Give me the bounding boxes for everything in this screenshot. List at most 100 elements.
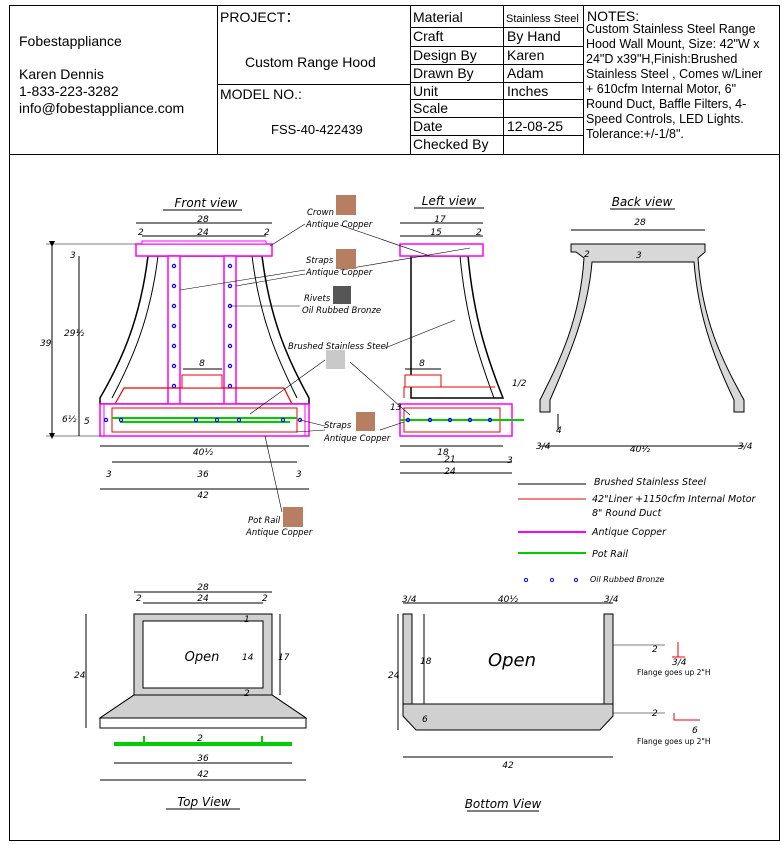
svg-text:8: 8 (419, 359, 425, 369)
svg-text:2: 2 (264, 228, 270, 238)
antique-copper-swatch (336, 195, 356, 215)
svg-text:2: 2 (262, 594, 268, 604)
antique-copper-swatch (283, 507, 303, 527)
model-label: MODEL NO.: (220, 86, 302, 102)
svg-text:40½: 40½ (630, 445, 650, 455)
svg-text:15: 15 (430, 228, 442, 238)
svg-text:3/4: 3/4 (672, 658, 687, 668)
antique-copper-swatch (336, 249, 356, 269)
svg-text:2: 2 (652, 709, 658, 719)
top-view: Open (85, 591, 308, 781)
title-block-divider (410, 5, 411, 154)
left-view-title: Left view (414, 194, 484, 209)
svg-text:Front view: Front view (175, 196, 238, 210)
spec-value-craft: By Hand (507, 28, 561, 44)
svg-text:Flange goes up 2"H: Flange goes up 2"H (637, 737, 711, 746)
svg-text:4: 4 (556, 426, 562, 436)
left-view-dimensions: 17 15 2 8 1/2 13 18 21 3 24 (390, 215, 527, 477)
callout-labels: Crown Antique Copper Straps Antique Copp… (245, 208, 391, 538)
svg-text:Brushed Stainless Steel: Brushed Stainless Steel (594, 477, 706, 488)
svg-text:3: 3 (70, 251, 76, 261)
svg-text:36: 36 (197, 470, 209, 480)
svg-text:2: 2 (584, 250, 590, 260)
svg-text:17: 17 (434, 215, 446, 225)
svg-text:24: 24 (444, 467, 456, 477)
svg-text:6: 6 (692, 726, 698, 736)
svg-text:3/4: 3/4 (536, 442, 551, 452)
svg-text:3/4: 3/4 (738, 442, 753, 452)
svg-text:28: 28 (634, 218, 646, 228)
svg-text:3/4: 3/4 (604, 595, 619, 605)
spec-value-material: Stainless Steel (506, 13, 579, 25)
front-view (46, 222, 310, 490)
spec-label-unit: Unit (413, 83, 438, 99)
svg-text:2: 2 (138, 228, 144, 238)
svg-text:14: 14 (242, 653, 254, 663)
callouts (179, 223, 471, 513)
top-view-title: Top View (166, 795, 240, 810)
svg-text:6½: 6½ (62, 415, 77, 425)
project-value: Custom Range Hood (245, 54, 376, 70)
bottom-view-dimensions: 3/4 40½ 3/4 18 24 6 42 2 3/4 2 6 (388, 595, 698, 771)
top-view-dimensions: 28 24 2 2 1 14 17 24 2 2 36 42 (74, 583, 290, 780)
svg-text:Antique Copper: Antique Copper (305, 268, 373, 278)
svg-text:2: 2 (476, 228, 482, 238)
svg-text:Straps: Straps (324, 421, 352, 431)
antique-copper-swatch (356, 412, 375, 431)
svg-text:3: 3 (296, 470, 302, 480)
svg-text:Straps: Straps (306, 256, 334, 266)
svg-text:36: 36 (197, 754, 209, 764)
title-block-divider (410, 27, 583, 28)
svg-text:3: 3 (636, 251, 642, 261)
svg-text:24: 24 (197, 228, 209, 238)
svg-text:Brushed Stainless Steel: Brushed Stainless Steel (288, 342, 389, 352)
svg-text:18: 18 (420, 657, 432, 667)
oil-rubbed-bronze-swatch (333, 286, 351, 304)
svg-text:42: 42 (197, 491, 209, 501)
svg-text:Back view: Back view (612, 195, 673, 209)
svg-text:3: 3 (106, 470, 112, 480)
contact-email: info@fobestappliance.com (19, 100, 185, 116)
svg-text:13: 13 (390, 403, 402, 413)
spec-label-checked: Checked By (413, 136, 489, 152)
svg-text:Antique Copper: Antique Copper (323, 434, 391, 444)
svg-text:24: 24 (197, 594, 209, 604)
svg-text:Oil Rubbed Bronze: Oil Rubbed Bronze (590, 575, 665, 584)
svg-text:42: 42 (502, 761, 514, 771)
title-block-divider (410, 46, 583, 47)
left-view (399, 222, 524, 474)
title-block-divider (410, 135, 583, 136)
front-view-dimensions: 28 24 2 2 3 39 29½ 6½ 5 8 40½ 3 36 3 42 (40, 215, 302, 501)
brushed-stainless-swatch (326, 350, 345, 369)
back-view-dimensions: 28 2 3 4 3/4 40½ 3/4 (536, 218, 753, 455)
spec-value-drawn: Adam (507, 65, 544, 81)
svg-text:24: 24 (388, 671, 400, 681)
svg-text:21: 21 (444, 455, 455, 465)
svg-text:24: 24 (74, 671, 86, 681)
front-view-title: Front view (163, 196, 242, 211)
svg-text:Oil Rubbed Bronze: Oil Rubbed Bronze (302, 306, 381, 316)
svg-text:42"Liner +1150cfm Internal Mot: 42"Liner +1150cfm Internal Motor (592, 494, 757, 505)
back-view-title: Back view (610, 195, 675, 210)
contact-name: Karen Dennis (19, 66, 104, 82)
svg-text:40½: 40½ (193, 448, 213, 458)
spec-label-craft: Craft (413, 28, 444, 44)
svg-text:28: 28 (197, 583, 209, 593)
svg-text:39: 39 (40, 339, 52, 349)
back-view (539, 229, 745, 447)
svg-text:Antique Copper: Antique Copper (245, 528, 313, 538)
svg-text:Pot Rail: Pot Rail (592, 549, 628, 560)
svg-text:1: 1 (244, 615, 250, 625)
spec-label-scale: Scale (413, 100, 449, 116)
svg-text:1/2: 1/2 (512, 379, 527, 389)
svg-text:17: 17 (278, 653, 290, 663)
svg-text:18: 18 (437, 448, 449, 458)
svg-text:28: 28 (197, 215, 209, 225)
title-block-bottom-border (9, 154, 780, 155)
svg-text:6: 6 (422, 715, 428, 725)
svg-text:2: 2 (197, 734, 203, 744)
svg-text:8: 8 (199, 359, 205, 369)
svg-text:Antique Copper: Antique Copper (591, 527, 667, 538)
svg-text:2: 2 (244, 689, 250, 699)
svg-text:Rivets: Rivets (304, 294, 331, 304)
